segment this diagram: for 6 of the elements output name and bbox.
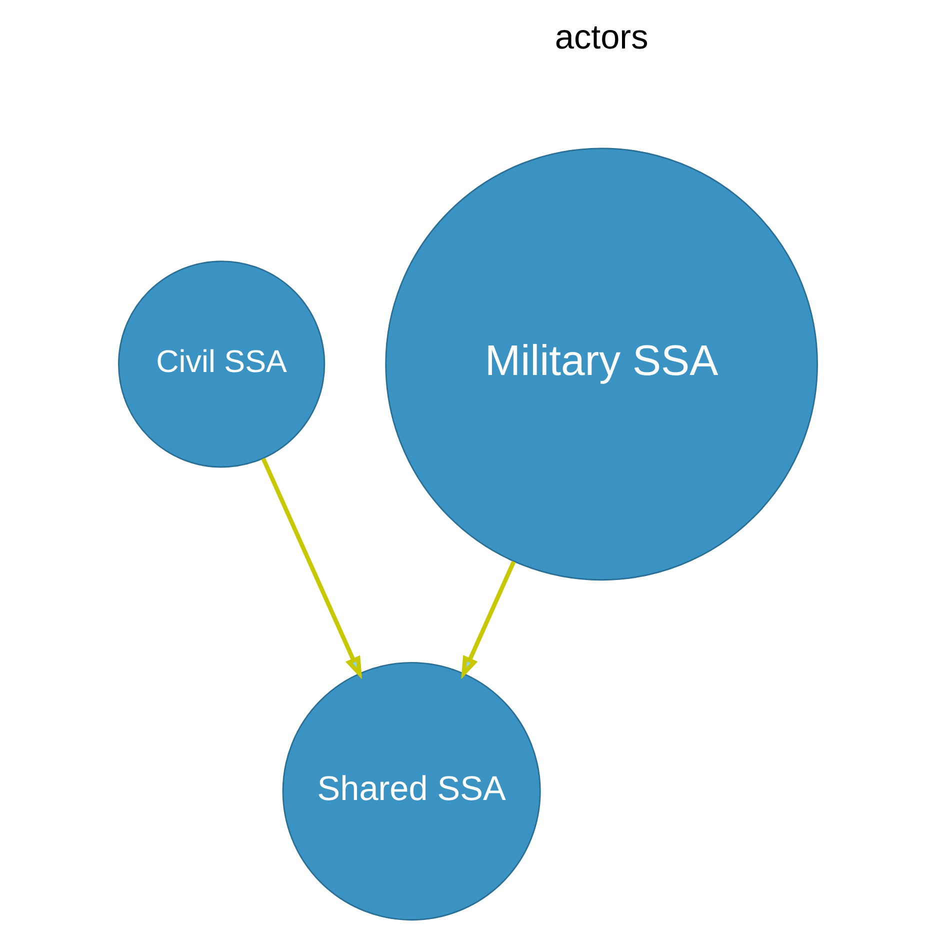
node-circle: Military SSA — [385, 148, 818, 581]
arrow — [461, 560, 516, 680]
label: actors — [554, 18, 648, 57]
node-circle: Shared SSA — [282, 662, 541, 921]
arrow — [261, 458, 362, 680]
node-circle: Civil SSA — [118, 260, 326, 468]
